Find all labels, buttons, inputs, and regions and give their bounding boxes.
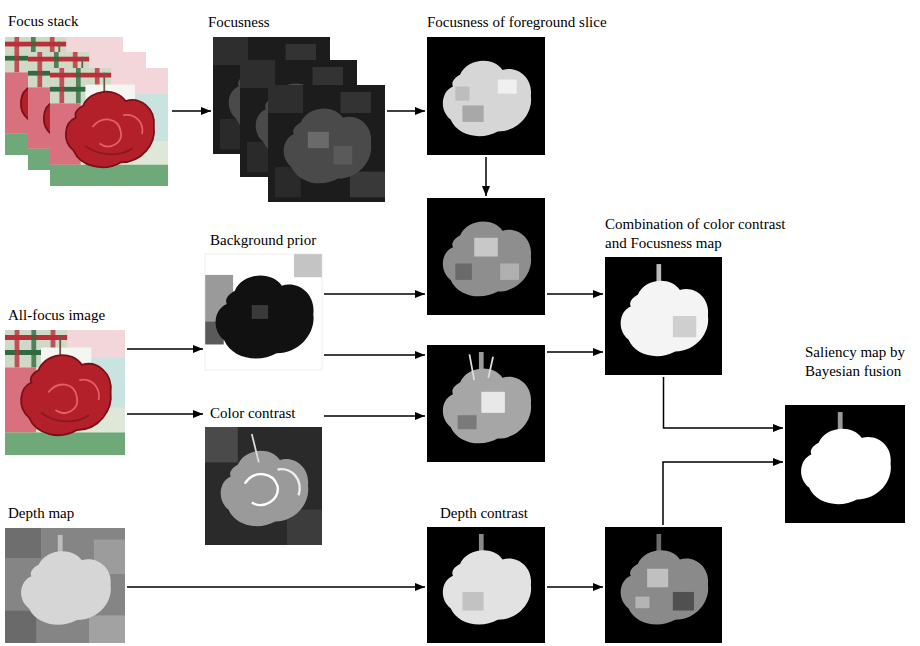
map-thumbnail [205, 254, 322, 370]
flow-arrow [127, 348, 203, 350]
map-thumbnail [427, 345, 545, 462]
flow-arrow [324, 415, 425, 417]
panel-caption: Focusness [208, 13, 270, 32]
flow-arrow [324, 293, 425, 295]
flow-arrow [663, 462, 783, 525]
map-frame [205, 254, 322, 370]
panel-caption: Depth map [8, 504, 74, 523]
panel-caption: All-focus image [8, 306, 105, 325]
panel-caption: Color contrast [210, 404, 295, 423]
panel-caption: Depth contrast [440, 504, 528, 523]
flow-arrow [127, 413, 203, 415]
image-panel: Depth contrast [427, 527, 545, 643]
panel-caption: Saliency map by Bayesian fusion [805, 343, 913, 381]
image-panel: Color contrast [205, 427, 322, 545]
image-panel: Saliency map by Bayesian fusion [785, 405, 905, 523]
panel-caption: Focusness of foreground slice [427, 13, 607, 32]
flow-arrow [547, 293, 603, 295]
map-thumbnail [268, 85, 385, 202]
image-panel: Combination of color contrast and Focusn… [605, 257, 722, 375]
map-thumbnail [427, 37, 545, 155]
flow-arrow [485, 157, 487, 196]
flow-arrow [172, 110, 211, 112]
photo-thumbnail [5, 330, 125, 455]
map-thumbnail [785, 405, 905, 523]
flow-arrow [127, 586, 425, 588]
flow-arrow [324, 354, 425, 356]
image-panel: Background prior [205, 254, 322, 370]
flow-arrow [547, 586, 603, 588]
map-thumbnail [427, 527, 545, 643]
map-thumbnail [605, 257, 722, 375]
image-panel: All-focus image [5, 330, 125, 455]
flow-arrow [387, 110, 425, 112]
image-panel: Focusness [213, 37, 385, 202]
map-thumbnail [605, 527, 722, 643]
panel-caption: Focus stack [8, 12, 78, 31]
image-panel: Depth map [5, 528, 125, 643]
image-panel: Focus stack [5, 37, 170, 186]
flow-arrow [664, 377, 784, 428]
map-thumbnail [5, 528, 125, 643]
map-thumbnail [427, 198, 545, 315]
photo-thumbnail [50, 68, 168, 186]
flow-arrow [547, 351, 603, 353]
panel-caption: Combination of color contrast and Focusn… [605, 215, 795, 253]
map-thumbnail [205, 427, 322, 545]
panel-caption: Background prior [210, 231, 316, 250]
image-panel: Focusness of foreground slice [427, 37, 545, 155]
